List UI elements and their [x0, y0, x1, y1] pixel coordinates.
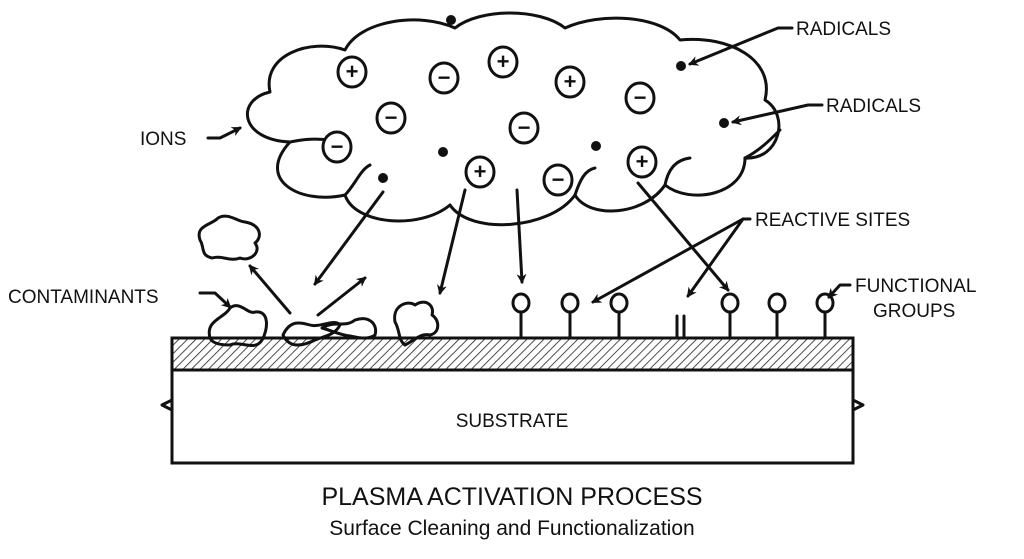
diagram-subtitle: Surface Cleaning and Functionalization	[329, 517, 694, 540]
positive-ion: +	[336, 55, 368, 89]
radical-dot	[378, 173, 388, 183]
arrow-debris-up-left	[248, 264, 292, 315]
arrow-radicals-1	[688, 26, 794, 66]
functional-group	[815, 292, 835, 338]
break-mark-right	[851, 368, 865, 465]
cloud-inner-curve	[288, 128, 782, 197]
ions-label: IONS	[140, 129, 186, 150]
arrow-contaminants	[198, 291, 232, 309]
arrow-ions	[206, 126, 242, 140]
functional-groups-label-2: GROUPS	[873, 301, 955, 322]
arrow-radicals-2	[731, 103, 824, 126]
positive-ion: +	[487, 45, 519, 79]
negative-ion-sign: −	[438, 65, 451, 90]
radical-dot	[719, 118, 729, 128]
functional-groups-label-1: FUNCTIONAL	[855, 276, 976, 297]
plasma-particles: + + + + + − − − − − −	[321, 15, 729, 197]
contaminants	[197, 214, 440, 348]
negative-ion-sign: −	[518, 115, 531, 140]
functional-group	[767, 292, 787, 338]
arrows	[198, 26, 852, 317]
negative-ion: −	[428, 61, 460, 95]
negative-ion: −	[542, 163, 574, 197]
negative-ion-sign: −	[634, 85, 647, 110]
plasma-cloud	[245, 11, 781, 227]
negative-ion-sign: −	[385, 105, 398, 130]
functional-group	[511, 292, 531, 338]
positive-ion-sign: +	[636, 149, 649, 174]
radicals-label-1: RADICALS	[796, 19, 891, 40]
radical-dot	[446, 15, 456, 25]
arrow-to-functional-group	[515, 188, 527, 284]
arrow-ion-to-surface	[636, 181, 730, 292]
positive-ion-sign: +	[564, 69, 577, 94]
arrow-debris-up-right	[316, 276, 367, 317]
radical-dot	[438, 147, 448, 157]
positive-ion-sign: +	[497, 49, 510, 74]
radical-dot	[591, 141, 601, 151]
negative-ion-sign: −	[552, 167, 565, 192]
substrate-block	[170, 368, 855, 465]
substrate-label: SUBSTRATE	[456, 411, 569, 432]
radical-dot	[676, 61, 686, 71]
functional-group	[720, 292, 740, 338]
diagram-title: PLASMA ACTIVATION PROCESS	[321, 483, 702, 511]
positive-ion-sign: +	[474, 159, 487, 184]
positive-ion: +	[626, 145, 658, 179]
radicals-label-2: RADICALS	[826, 96, 921, 117]
surface-layer	[170, 336, 855, 372]
negative-ion: −	[508, 111, 540, 145]
negative-ion: −	[321, 130, 353, 164]
negative-ion: −	[624, 81, 656, 115]
arrow-functional-groups	[827, 283, 852, 299]
arrow-radical-to-contaminant	[313, 190, 385, 286]
negative-ion-sign: −	[331, 134, 344, 159]
positive-ion: +	[464, 155, 496, 189]
reactive-sites-label: REACTIVE SITES	[755, 210, 910, 231]
functional-groups	[511, 292, 835, 338]
break-mark-left	[160, 368, 174, 465]
positive-ion-sign: +	[346, 59, 359, 84]
contaminants-label: CONTAMINANTS	[8, 287, 159, 308]
arrow-reactive-sites-2	[686, 217, 745, 298]
negative-ion: −	[375, 101, 407, 135]
arrow-ion-to-contaminant	[437, 188, 467, 295]
functional-group	[609, 292, 629, 338]
reactive-site-double-bond	[675, 314, 686, 340]
positive-ion: +	[554, 65, 586, 99]
functional-group	[560, 292, 580, 338]
